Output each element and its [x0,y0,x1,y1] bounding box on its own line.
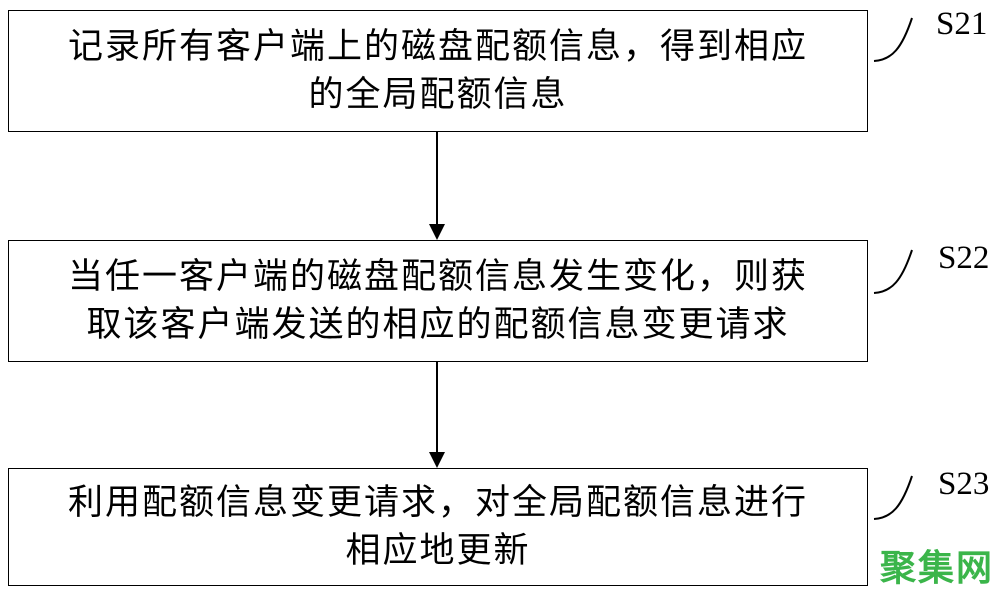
arrow-shaft [436,132,438,224]
process-box-s21-text-line2: 的全局配额信息 [308,75,568,114]
process-box-s23: 利用配额信息变更请求，对全局配额信息进行 相应地更新 [8,468,868,586]
process-box-s22-text-line1: 当任一客户端的磁盘配额信息发生变化，则获 [67,257,808,296]
arrow-head [429,452,445,468]
arrow-shaft [436,362,438,452]
process-box-s21: 记录所有客户端上的磁盘配额信息，得到相应 的全局配额信息 [8,10,868,132]
process-box-s23-text-line2: 相应地更新 [345,531,531,570]
step-label-s21: S21 [936,6,988,42]
process-box-s22-text-line2: 取该客户端发送的相应的配额信息变更请求 [86,305,790,344]
process-box-s22: 当任一客户端的磁盘配额信息发生变化，则获 取该客户端发送的相应的配额信息变更请求 [8,240,868,362]
leader-line-s23 [873,475,913,520]
arrow-down-icon [428,362,446,468]
step-label-s23: S23 [938,466,990,502]
leader-line-s22 [873,249,913,294]
leader-line-s21 [873,17,913,62]
watermark-text: 聚集网 [879,547,994,588]
step-label-s22: S22 [938,240,990,276]
arrow-down-icon [428,132,446,240]
process-box-s21-text-line1: 记录所有客户端上的磁盘配额信息，得到相应 [67,27,808,66]
process-box-s23-text-line1: 利用配额信息变更请求，对全局配额信息进行 [67,483,808,522]
arrow-head [429,224,445,240]
